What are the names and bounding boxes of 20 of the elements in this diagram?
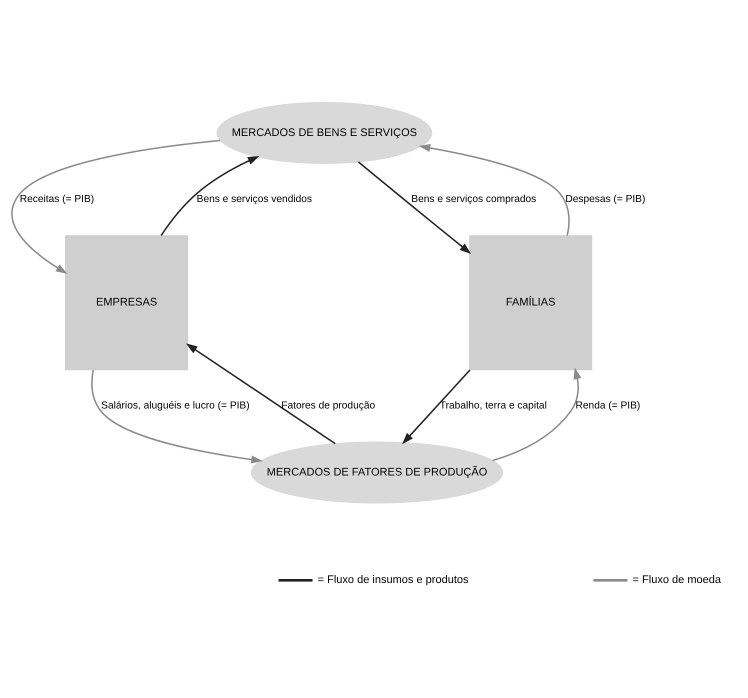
edge-label: Bens e serviços comprados [411,194,536,206]
arrow [492,368,582,462]
arrow [418,144,570,236]
node-box: FAMÍLIAS [469,235,592,370]
edge-label: Fatores de produção [281,400,376,412]
legend-label: = Fluxo de insumos e produtos [318,574,469,586]
node-box: EMPRESAS [65,235,188,370]
arrow [91,370,263,464]
edge-label: Renda (= PIB) [576,400,640,412]
edge-label: Receitas (= PIB) [20,194,94,206]
edge-label: Salários, aluguéis e lucro (= PIB) [101,400,250,412]
legend-label: = Fluxo de moeda [632,574,722,586]
arrow [402,370,470,444]
arrow [11,140,220,274]
arrow [186,343,336,444]
arrow [358,161,472,254]
edge-label: Despesas (= PIB) [565,194,646,206]
edge-label: Bens e serviços vendidos [196,194,312,206]
arrow [160,156,260,236]
edge-label: Trabalho, terra e capital [440,400,547,412]
